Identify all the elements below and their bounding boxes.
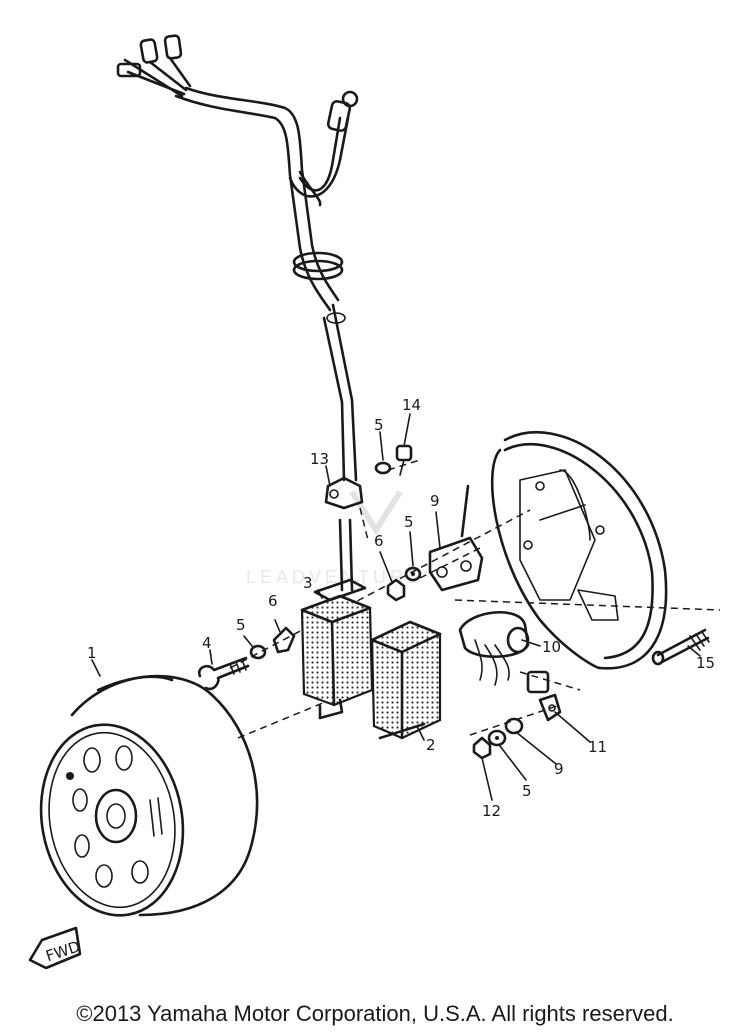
callout-12: 12 <box>482 802 501 820</box>
callout-2: 2 <box>426 736 436 754</box>
callout-13: 13 <box>310 450 329 468</box>
assembly-lines <box>229 459 721 739</box>
ignition-coil-2 <box>370 620 442 740</box>
callout-leaders <box>91 413 701 801</box>
callout-5-top: 5 <box>374 416 384 434</box>
cord-clamp <box>324 476 364 510</box>
copyright-notice: ©2013 Yamaha Motor Corporation, U.S.A. A… <box>76 1001 674 1026</box>
flywheel-magneto <box>39 674 259 917</box>
screw-4 <box>197 656 250 691</box>
callout-1: 1 <box>87 644 97 662</box>
callout-9-lower: 9 <box>554 760 564 778</box>
callout-labels: 1 2 3 4 5 6 5 6 5 9 13 14 5 9 10 11 12 1… <box>87 396 715 820</box>
contact-breaker <box>428 484 484 592</box>
stator-base-plate <box>490 430 668 670</box>
callout-9-upper: 9 <box>430 492 440 510</box>
watermark-text: LEADVENTURE <box>246 567 423 587</box>
callout-5-mid: 5 <box>404 513 414 531</box>
lower-fasteners <box>472 717 524 760</box>
screw-14 <box>374 444 413 476</box>
watermark-logo: LEADVENTURE <box>246 490 423 587</box>
bolt-15 <box>651 628 710 666</box>
screw-6-upper <box>386 578 406 602</box>
condenser <box>458 611 530 686</box>
forward-direction-arrow: FWD <box>28 926 82 970</box>
callout-14: 14 <box>402 396 421 414</box>
callout-6-mid: 6 <box>374 532 384 550</box>
washer-5-upper <box>404 566 422 582</box>
callout-3: 3 <box>303 574 313 592</box>
ignition-coil-3 <box>300 578 374 720</box>
cam-6-left <box>272 626 296 654</box>
callout-11: 11 <box>588 738 607 756</box>
callout-10: 10 <box>542 638 561 656</box>
callout-4: 4 <box>202 634 212 652</box>
lead-bracket <box>526 670 562 722</box>
callout-15: 15 <box>696 654 715 672</box>
washer-5-left <box>249 644 267 660</box>
wire-harness <box>116 34 359 592</box>
callout-6-left: 6 <box>268 592 278 610</box>
callout-5-left: 5 <box>236 616 246 634</box>
callout-5-lower: 5 <box>522 782 532 800</box>
